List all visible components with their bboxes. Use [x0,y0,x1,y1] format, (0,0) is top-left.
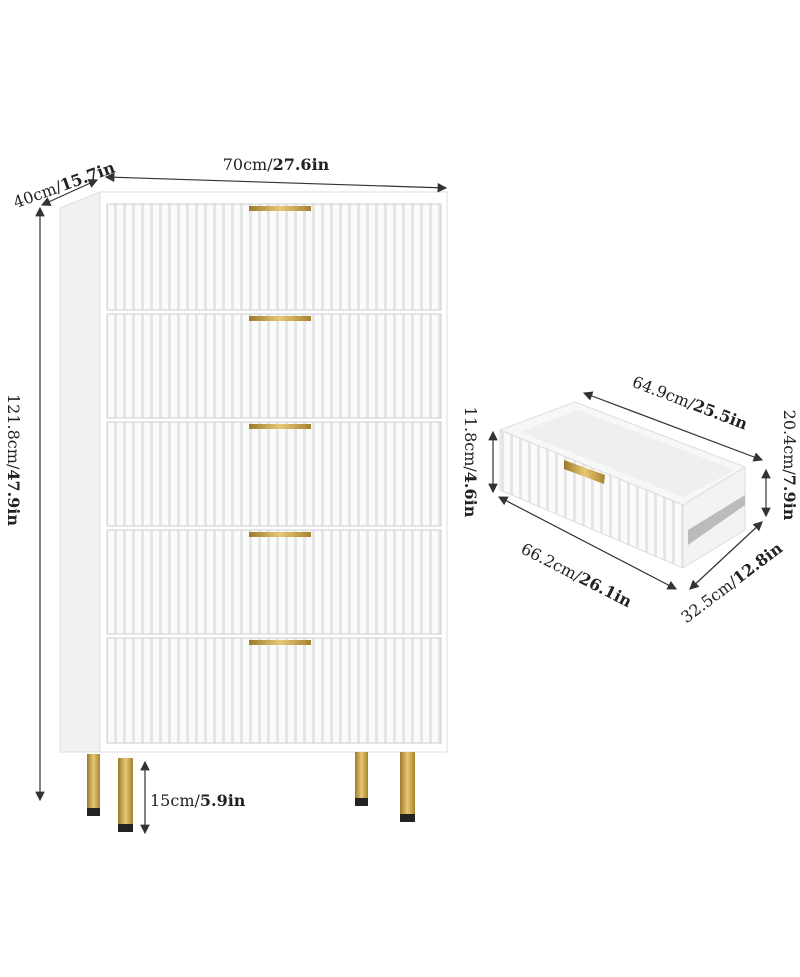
dresser-side-panel [59,191,106,753]
leg [355,752,368,806]
legs [87,752,415,832]
drawer-inner-length-label: 64.9cm/25.5in [630,372,751,434]
drawer-handle [249,424,311,429]
dresser-drawer [106,637,442,744]
drawer-side-height-label: 20.4cm/7.9in [780,410,799,521]
drawer-handle [249,532,311,537]
leg [400,752,415,822]
dresser-drawer [106,421,442,527]
drawer-handle [249,316,311,321]
leg [87,754,100,816]
drawer-handle [564,460,605,484]
dresser-drawer [106,203,442,311]
leg [118,758,133,832]
dresser-drawer [106,313,442,419]
drawer-outer-length-label: 66.2cm/26.1in [518,539,636,611]
dresser-drawer [106,529,442,635]
drawer-front-height-label: 11.8cm/4.6in [461,407,480,518]
dresser [59,191,448,832]
dresser-height-label: 121.8cm/47.9in [4,394,23,526]
drawer-handle [249,640,311,645]
dresser-width-label: 70cm/27.6in [223,155,330,174]
drawer-handle [249,206,311,211]
leg-height-label: 15cm/5.9in [150,791,246,810]
